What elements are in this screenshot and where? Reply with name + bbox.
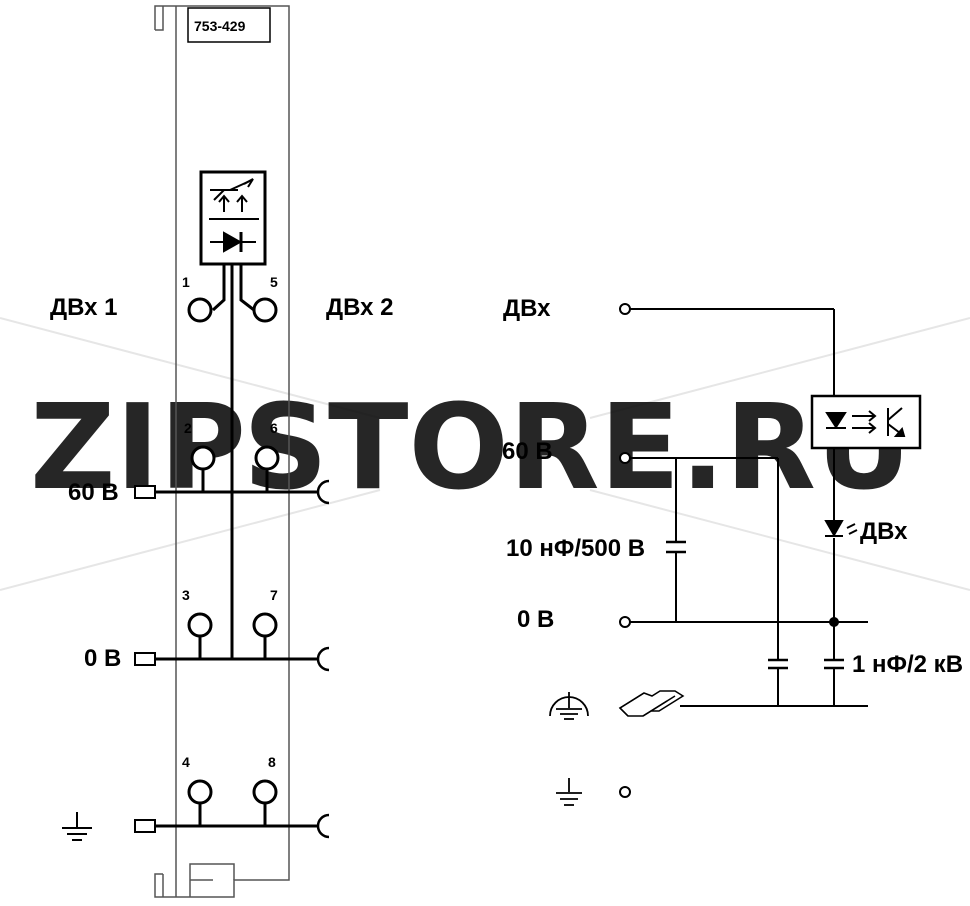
supply-0v-label: 0 В: [84, 645, 121, 672]
svg-text:8: 8: [268, 754, 276, 770]
optocoupler-right-symbol: [810, 394, 922, 450]
svg-text:7: 7: [270, 587, 278, 603]
svg-text:4: 4: [182, 754, 190, 770]
schematic-60v-label: 60 В: [502, 438, 553, 465]
junction-dot: [829, 617, 839, 627]
svg-text:1: 1: [182, 274, 190, 290]
ground-icon: [62, 812, 92, 841]
led-icon: [824, 520, 858, 538]
terminal-3: [187, 612, 213, 638]
svg-text:2: 2: [184, 420, 192, 436]
terminal-4: [187, 779, 213, 805]
terminal-2: [190, 445, 216, 471]
capacitor-symbols: [666, 540, 844, 670]
capacitor-1nf-label: 1 нФ/2 кВ: [852, 651, 963, 678]
schematic-input-label: ДВх: [503, 295, 551, 322]
watermark-lines: [0, 317, 970, 591]
optocoupler-symbol: [199, 170, 267, 266]
terminal-5: [252, 297, 278, 323]
terminal-6: [254, 445, 280, 471]
watermark-rest: STORE.RU: [243, 378, 912, 516]
terminal-1: [187, 297, 213, 323]
power-contacts-left: [134, 485, 156, 833]
terminal-module: [154, 5, 290, 898]
power-contacts-right: [316, 479, 330, 839]
din-rail-icon: [618, 690, 685, 717]
terminal-8: [252, 779, 278, 805]
svg-text:5: 5: [270, 274, 278, 290]
supply-60v-label: 60 В: [68, 479, 119, 506]
ground-icon-right: [556, 778, 582, 806]
schematic-0v-label: 0 В: [517, 606, 554, 633]
schematic-terminals: [619, 303, 631, 798]
input-2-label: ДВх 2: [326, 294, 393, 321]
terminal-7: [252, 612, 278, 638]
capacitor-10nf-label: 10 нФ/500 В: [506, 535, 645, 562]
led-label: ДВх: [860, 518, 908, 545]
schematic-wiring: [630, 308, 868, 707]
module-bus-wiring: [155, 264, 318, 828]
input-1-label: ДВх 1: [50, 294, 117, 321]
svg-text:6: 6: [270, 420, 278, 436]
svg-text:3: 3: [182, 587, 190, 603]
svg-text:753-429: 753-429: [194, 18, 246, 34]
terminal-contacts: [187, 297, 280, 805]
pin-numbers: 1 2 3 4 5 6 7 8: [182, 274, 278, 770]
part-number-label: 753-429: [187, 7, 271, 43]
protective-earth-icon: [549, 692, 589, 720]
